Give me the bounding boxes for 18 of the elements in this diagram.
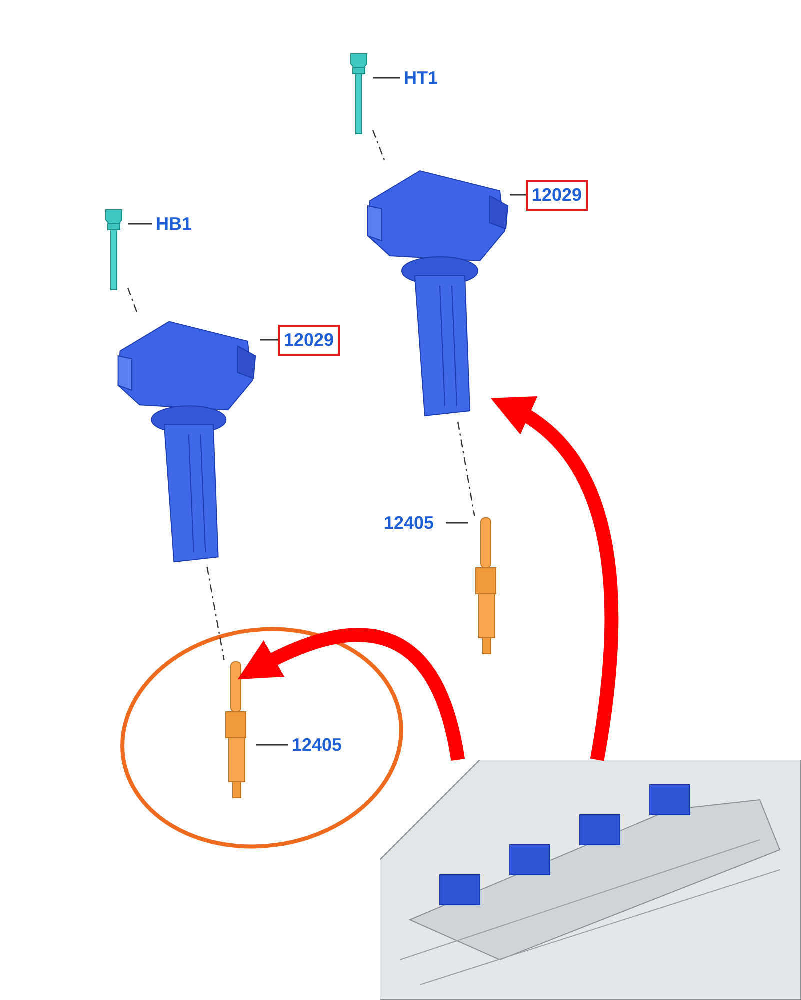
part-number: 12405	[291, 734, 344, 756]
leader-line	[446, 522, 468, 524]
center-line	[206, 566, 225, 660]
curved-arrow	[237, 628, 466, 762]
center-line	[372, 130, 386, 160]
part-number: 12029	[526, 180, 588, 211]
curved-arrow	[492, 396, 619, 762]
center-line	[458, 422, 476, 516]
leader-line	[510, 194, 526, 196]
leader-line	[373, 77, 400, 79]
leader-line	[260, 339, 278, 341]
leader-line	[256, 744, 288, 746]
part-number: 12029	[278, 325, 340, 356]
center-line	[127, 288, 138, 312]
leader-line	[128, 223, 152, 225]
part-number: 12405	[383, 512, 436, 534]
part-number: HT1	[403, 66, 440, 90]
part-number: HB1	[155, 212, 194, 236]
